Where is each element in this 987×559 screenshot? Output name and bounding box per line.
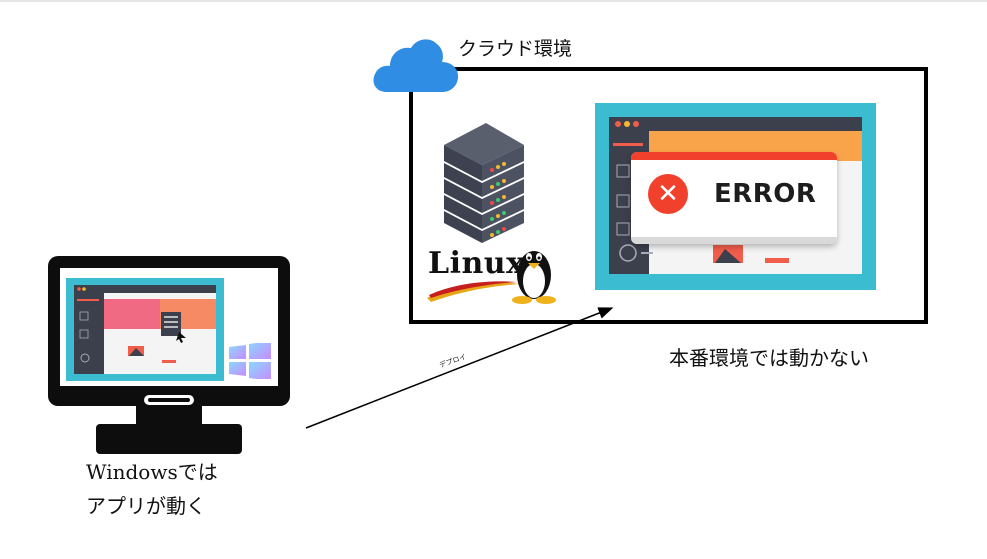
production-caption: 本番環境では動かない: [669, 346, 869, 370]
error-label: ERROR: [714, 179, 817, 209]
error-dialog-footer: [631, 237, 837, 244]
local-caption-line1: Windowsでは: [86, 460, 218, 484]
windows-logo-icon: [229, 343, 271, 379]
error-dialog-header: [631, 152, 837, 160]
error-x-icon: ✕: [648, 174, 688, 214]
tux-penguin-icon: [512, 251, 556, 304]
cloud-environment-title: クラウド環境: [458, 38, 573, 60]
local-caption: Windowsでは アプリが動く: [86, 455, 218, 523]
linux-logo-text: Linux: [428, 246, 525, 281]
local-caption-line2: アプリが動く: [86, 494, 206, 518]
cloud-environment-box: [409, 67, 928, 324]
server-icon: [444, 123, 524, 243]
top-divider: [0, 0, 987, 2]
local-app-screen: [66, 278, 224, 381]
cloud-icon: [373, 39, 459, 92]
deploy-arrow: [305, 307, 614, 429]
error-dialog: ✕ ERROR: [631, 152, 837, 244]
linux-swoosh-icon: [427, 281, 519, 302]
